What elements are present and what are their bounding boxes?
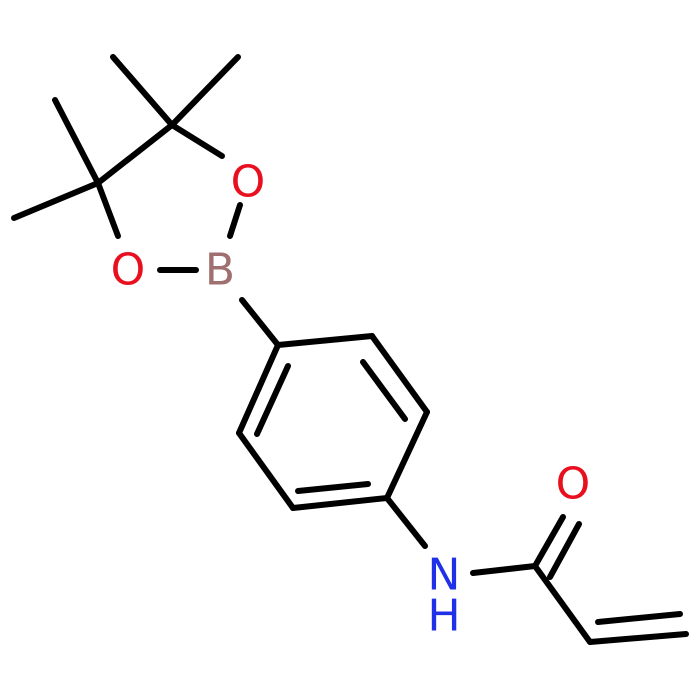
atom-labels: O O B O N H [111,157,591,642]
bond-ring-1 [275,333,375,348]
bond-methyl-3 [52,97,101,186]
bond-b-aryl [239,297,281,348]
bond-o1-b [227,202,243,239]
bond-c-o1 [169,122,225,159]
bond-ring-5 [236,430,296,511]
atom-label-o3: O [556,459,591,510]
bond-methyl-4 [11,180,101,221]
bonds [11,54,689,645]
bond-ring-4 [290,495,390,511]
bond-vinyl-2 [595,611,683,625]
bond-n-c [470,563,538,576]
bond-ring-inner-3 [254,363,291,437]
atom-label-n: N [428,550,461,601]
bond-ring-3 [384,409,430,501]
bond-ring-inner-2 [295,481,371,494]
atom-label-h: H [427,591,460,642]
bond-ring-inner-1 [360,359,408,422]
bond-methyl-2 [169,54,241,128]
bond-vinyl-1 [587,631,689,645]
bond-aryl-n [384,495,428,549]
bond-ring-2 [369,333,430,415]
atom-label-o2: O [111,245,146,296]
bond-c-c-vinyl [532,563,593,645]
bond-c-o-inner [547,521,582,580]
atom-label-o1: O [231,157,266,208]
bond-ring-6 [236,342,281,436]
bond-c-o2 [95,180,121,239]
bond-methyl-1 [110,54,175,128]
atom-label-b: B [205,245,235,296]
bond-c-o-outer [532,514,566,569]
bond-c-c-ring [95,122,175,186]
